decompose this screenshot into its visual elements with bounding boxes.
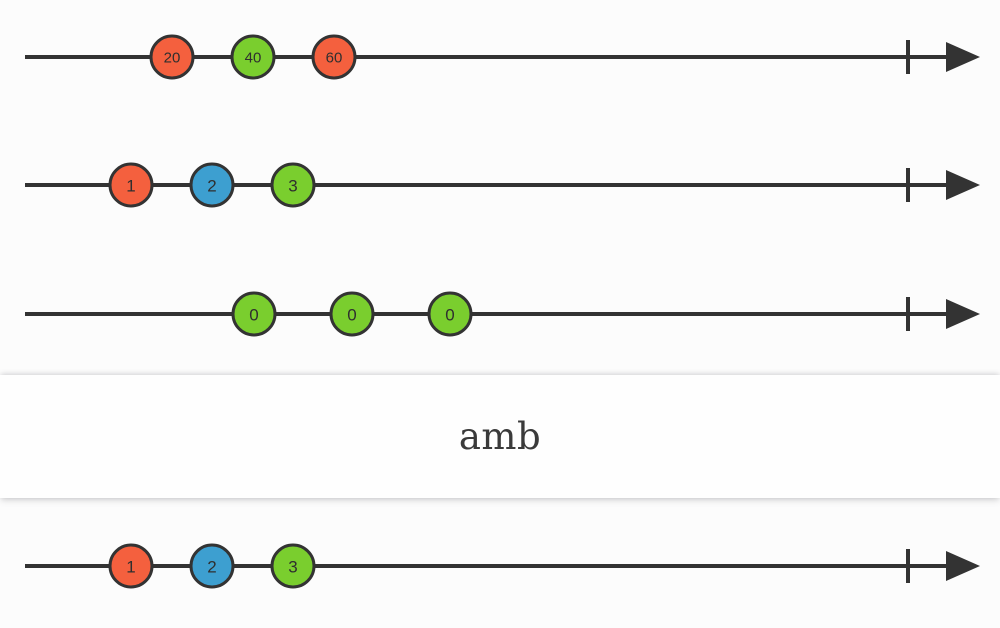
marble[interactable]: 0 bbox=[427, 291, 473, 337]
operator-band: amb bbox=[0, 375, 1000, 498]
arrow-head-icon bbox=[946, 299, 980, 329]
operator-label: amb bbox=[458, 415, 542, 458]
marble-label: 3 bbox=[288, 177, 297, 196]
timeline-source-stream-2: 1 2 3 bbox=[25, 162, 980, 208]
marble-label: 1 bbox=[126, 177, 135, 196]
marble[interactable]: 1 bbox=[108, 162, 154, 208]
marble[interactable]: 3 bbox=[270, 543, 316, 589]
timeline-result-stream: 1 2 3 bbox=[25, 543, 980, 589]
marble-label: 3 bbox=[288, 558, 297, 577]
marble[interactable]: 40 bbox=[230, 34, 276, 80]
marble-circle bbox=[427, 291, 473, 337]
marble-label: 60 bbox=[326, 50, 343, 67]
marble[interactable]: 60 bbox=[311, 34, 357, 80]
marble-label: 2 bbox=[207, 558, 216, 577]
marble-circle bbox=[270, 162, 316, 208]
marble[interactable]: 2 bbox=[189, 543, 235, 589]
marble-label: 0 bbox=[347, 306, 356, 325]
arrow-head-icon bbox=[946, 42, 980, 72]
marble[interactable]: 2 bbox=[189, 162, 235, 208]
marble-label: 1 bbox=[126, 558, 135, 577]
marble[interactable]: 3 bbox=[270, 162, 316, 208]
marble-label: 0 bbox=[249, 306, 258, 325]
marble-circle bbox=[108, 162, 154, 208]
marble-label: 40 bbox=[245, 50, 262, 67]
marble[interactable]: 0 bbox=[329, 291, 375, 337]
marble-label: 20 bbox=[164, 50, 181, 67]
timeline-source-stream-1: 20 40 60 bbox=[25, 34, 980, 80]
marble-circle bbox=[149, 34, 195, 80]
marble-circle bbox=[108, 543, 154, 589]
marble-circle bbox=[329, 291, 375, 337]
marble-circle bbox=[230, 34, 276, 80]
marble-circle bbox=[270, 543, 316, 589]
marble[interactable]: 20 bbox=[149, 34, 195, 80]
marble[interactable]: 1 bbox=[108, 543, 154, 589]
marble-label: 2 bbox=[207, 177, 216, 196]
marble-circle bbox=[189, 543, 235, 589]
marble-label: 0 bbox=[445, 306, 454, 325]
arrow-head-icon bbox=[946, 170, 980, 200]
marble-circle bbox=[189, 162, 235, 208]
arrow-head-icon bbox=[946, 551, 980, 581]
marble-circle bbox=[311, 34, 357, 80]
marble[interactable]: 0 bbox=[231, 291, 277, 337]
timeline-source-stream-3: 0 0 0 bbox=[25, 291, 980, 337]
marble-circle bbox=[231, 291, 277, 337]
